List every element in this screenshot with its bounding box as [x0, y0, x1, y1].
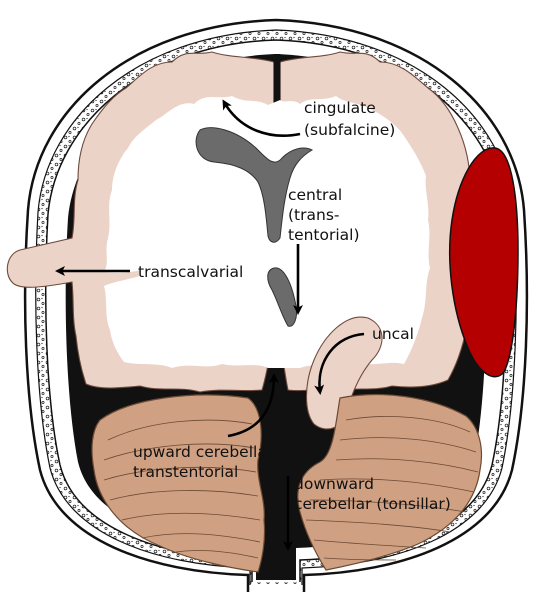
label-uncal: uncal — [372, 325, 414, 343]
labels: cingulate (subfalcine) central (trans- t… — [133, 99, 451, 513]
label-central-2: (trans- — [288, 206, 340, 224]
ventricles — [195, 127, 314, 327]
hematoma — [448, 147, 519, 378]
cerebellum-right — [297, 394, 483, 571]
arrows — [55, 99, 365, 551]
arrow-upward — [227, 373, 279, 438]
label-cingulate-1: cingulate — [304, 99, 376, 117]
label-central-3: tentorial) — [288, 226, 360, 244]
label-central-1: central — [288, 186, 342, 204]
label-downward-2: cerebellar (tonsillar) — [294, 495, 451, 513]
cerebellum-folia — [103, 416, 479, 561]
cerebellum — [91, 394, 483, 573]
arrow-cingulate — [222, 99, 301, 137]
label-cingulate-2: (subfalcine) — [304, 121, 395, 139]
uncus — [306, 316, 383, 430]
third-ventricle — [267, 267, 297, 327]
label-downward-1: downward — [294, 475, 374, 493]
cerebellum-left — [91, 394, 266, 573]
arrow-uncal — [314, 332, 365, 395]
white-matter — [104, 96, 430, 368]
lateral-ventricle — [195, 127, 314, 243]
label-upward-1: upward cerebellar / — [133, 443, 284, 461]
label-transcalvarial: transcalvarial — [138, 263, 243, 281]
label-upward-2: transtentorial — [133, 463, 238, 481]
